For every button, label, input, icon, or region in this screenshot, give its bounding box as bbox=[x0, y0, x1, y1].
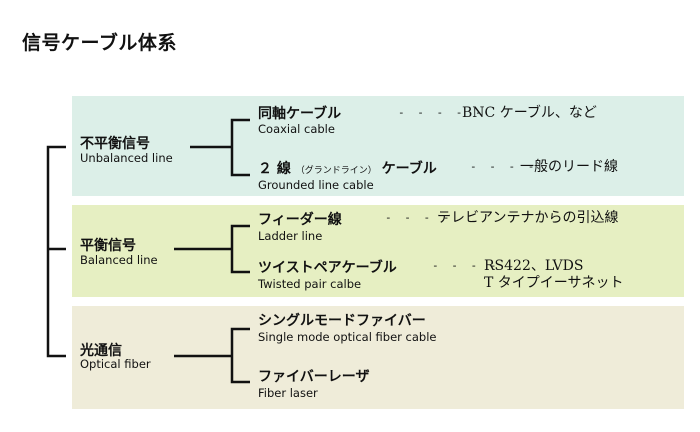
category-balanced-subtitle: Balanced line bbox=[80, 253, 158, 267]
dash-leader: - - - - bbox=[470, 160, 538, 173]
root-bracket bbox=[46, 145, 66, 358]
category-optical-subtitle: Optical fiber bbox=[80, 357, 151, 371]
balanced-band bbox=[72, 205, 684, 297]
category-unbalanced-title: 不平衡信号 bbox=[80, 136, 150, 152]
item-feeder-title: フィーダー線 bbox=[258, 212, 342, 228]
item-grounded-title: ２ 線 （グランドライン） ケーブル bbox=[258, 158, 437, 178]
item-grounded-subtitle: Grounded line cable bbox=[258, 178, 374, 192]
item-fiberlaser-title: ファイバーレーザ bbox=[258, 369, 370, 385]
item-grounded-title-pre: ２ 線 bbox=[258, 161, 291, 177]
item-singlemode-subtitle: Single mode optical fiber cable bbox=[258, 330, 437, 344]
item-coaxial-title: 同軸ケーブル bbox=[258, 106, 342, 122]
dash-leader: - - - - - bbox=[398, 106, 485, 119]
diagram-title: 信号ケーブル体系 bbox=[22, 32, 177, 54]
unbalanced-band bbox=[72, 96, 684, 196]
category-balanced-title: 平衡信号 bbox=[80, 238, 136, 254]
optical-bracket bbox=[230, 327, 250, 384]
item-singlemode-title: シングルモードファイバー bbox=[258, 313, 426, 329]
item-grounded-title-post: ケーブル bbox=[381, 161, 437, 177]
item-twisted-note-2: T タイプイーサネット bbox=[484, 275, 624, 291]
item-coaxial-note: BNC ケーブル、など bbox=[462, 105, 597, 121]
item-twisted-title: ツイストペアケーブル bbox=[258, 260, 397, 276]
item-coaxial-subtitle: Coaxial cable bbox=[258, 122, 335, 136]
item-twisted-note: RS422、LVDS bbox=[484, 258, 584, 274]
category-unbalanced-subtitle: Unbalanced line bbox=[80, 151, 173, 165]
dash-leader: - - - - bbox=[432, 259, 500, 272]
unbalanced-bracket bbox=[230, 118, 250, 177]
item-grounded-title-small: （グランドライン） bbox=[295, 166, 377, 176]
balanced-bracket bbox=[230, 224, 250, 274]
item-grounded-note: 一般のリード線 bbox=[520, 159, 618, 175]
category-optical-title: 光通信 bbox=[80, 343, 122, 359]
dash-leader: - - - - bbox=[385, 211, 453, 224]
item-fiberlaser-subtitle: Fiber laser bbox=[258, 386, 318, 400]
item-feeder-subtitle: Ladder line bbox=[258, 229, 323, 243]
optical-band bbox=[72, 306, 684, 409]
item-feeder-note: テレビアンテナからの引込線 bbox=[437, 210, 619, 226]
item-twisted-subtitle: Twisted pair calbe bbox=[258, 277, 362, 291]
